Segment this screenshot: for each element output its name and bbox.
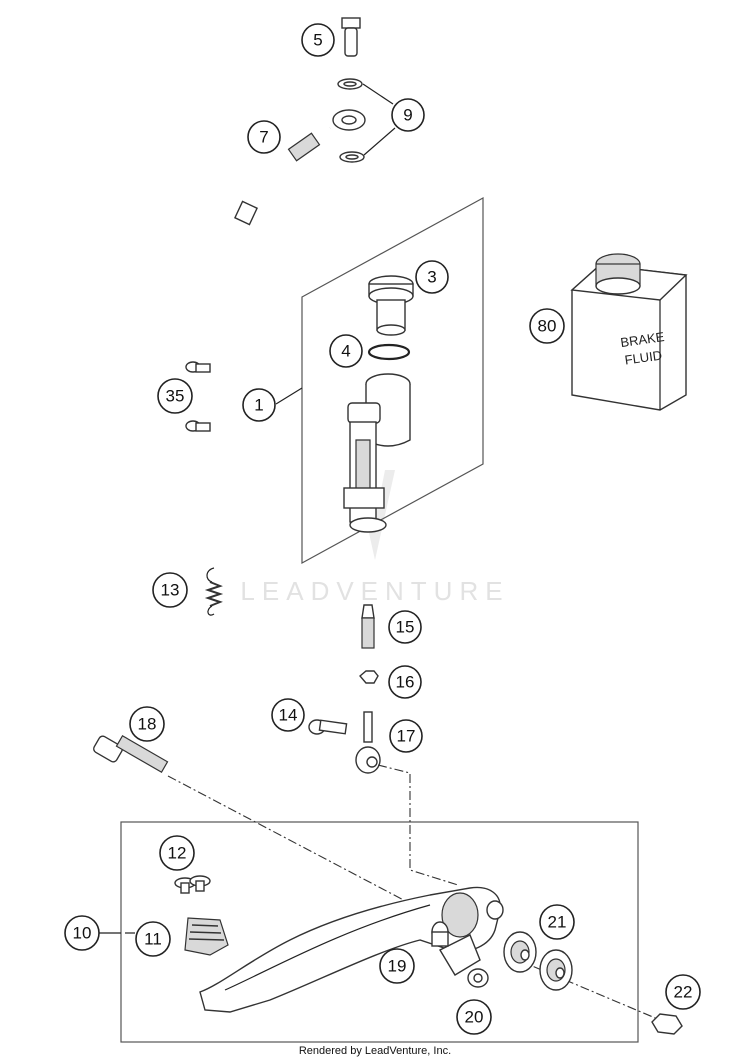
svg-text:35: 35: [166, 387, 185, 406]
brake-fluid-can: BRAKE FLUID: [570, 253, 688, 411]
callout-1: 1: [242, 388, 276, 422]
master-cylinder-panel: [301, 196, 484, 565]
clevis-pin: [308, 719, 348, 735]
push-rod: [361, 604, 375, 649]
callout-35: 35: [157, 378, 193, 414]
svg-text:16: 16: [396, 673, 415, 692]
pivot-bolt: [93, 734, 169, 774]
brake-pedal-frame: [120, 821, 639, 1043]
callout-3: 3: [415, 260, 449, 294]
callout-18: 18: [129, 706, 165, 742]
svg-text:21: 21: [548, 913, 567, 932]
svg-text:17: 17: [397, 727, 416, 746]
assembly-line-clevis: [377, 764, 459, 886]
callout-10: 10: [64, 915, 100, 951]
svg-text:10: 10: [73, 924, 92, 943]
brake-pedal: [199, 886, 504, 1013]
callout-15: 15: [388, 610, 422, 644]
mounting-screws: [185, 361, 211, 432]
callout-22: 22: [665, 974, 701, 1010]
callout-20: 20: [456, 999, 492, 1035]
sleeve-nut: [651, 1013, 683, 1035]
callout-12: 12: [159, 835, 195, 871]
svg-text:5: 5: [313, 31, 322, 50]
svg-text:14: 14: [279, 706, 298, 725]
svg-text:9: 9: [403, 106, 412, 125]
pedal-tip: [184, 917, 229, 956]
svg-text:3: 3: [427, 268, 436, 287]
svg-text:12: 12: [168, 844, 187, 863]
callout-19: 19: [379, 948, 415, 984]
bearings: [503, 931, 573, 991]
washer: [467, 968, 489, 988]
footer-credit: Rendered by LeadVenture, Inc.: [298, 1045, 452, 1057]
callout-21: 21: [539, 904, 575, 940]
svg-text:4: 4: [341, 342, 350, 361]
return-spring: [204, 567, 224, 616]
svg-text:13: 13: [161, 581, 180, 600]
can-label-brake: BRAKE: [620, 329, 666, 350]
svg-text:1: 1: [254, 396, 263, 415]
clevis: [355, 711, 381, 774]
callout-14: 14: [271, 698, 305, 732]
callout-5: 5: [301, 23, 335, 57]
rivets: [174, 875, 211, 894]
hex-nut: [359, 670, 379, 684]
bushing: [431, 921, 449, 947]
assembly-line-bearing: [517, 959, 661, 1021]
callout-17: 17: [389, 719, 423, 753]
svg-text:80: 80: [538, 317, 557, 336]
seal-rings: [337, 78, 365, 163]
svg-text:15: 15: [396, 618, 415, 637]
callout-11: 11: [135, 921, 171, 957]
svg-text:11: 11: [144, 930, 162, 949]
svg-text:20: 20: [465, 1008, 484, 1027]
svg-text:19: 19: [388, 957, 407, 976]
watermark-text: LEADVENTURE: [240, 576, 509, 606]
svg-text:7: 7: [259, 128, 268, 147]
brake-line: [234, 109, 366, 226]
can-label-fluid: FLUID: [624, 348, 663, 368]
master-cylinder: [343, 373, 411, 533]
callout-16: 16: [388, 665, 422, 699]
o-ring: [367, 343, 411, 361]
leader-lines: [125, 83, 396, 934]
svg-text:22: 22: [674, 983, 693, 1002]
callout-4: 4: [329, 334, 363, 368]
callout-13: 13: [152, 572, 188, 608]
callout-7: 7: [247, 120, 281, 154]
svg-text:18: 18: [138, 715, 157, 734]
reservoir-fitting: [368, 275, 414, 336]
callout-80: 80: [529, 308, 565, 344]
callout-9: 9: [391, 98, 425, 132]
banjo-bolt: [341, 17, 361, 57]
